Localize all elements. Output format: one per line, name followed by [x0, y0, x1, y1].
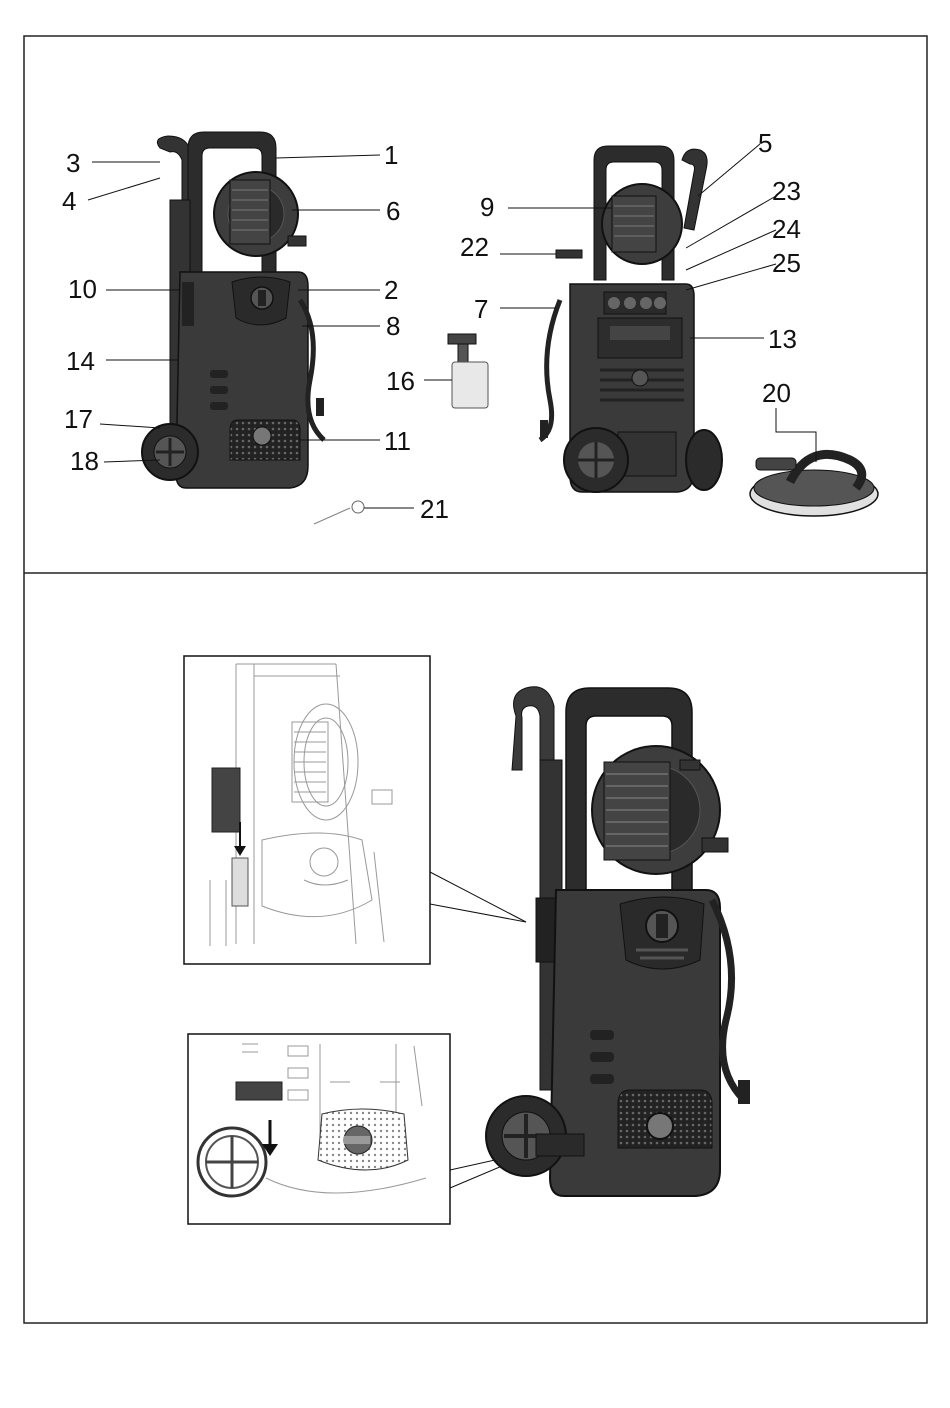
detail-lance-holder	[188, 1034, 450, 1224]
callout-8: 8	[386, 311, 400, 341]
rear-view-machine	[540, 146, 722, 492]
callout-1: 1	[384, 140, 398, 170]
callout-10: 10	[68, 274, 97, 304]
callout-24: 24	[772, 214, 801, 244]
callout-22: 22	[460, 232, 489, 262]
callout-5: 5	[758, 128, 772, 158]
callout-14: 14	[66, 346, 95, 376]
foam-bottle	[448, 334, 488, 408]
callout-2: 2	[384, 275, 398, 305]
callout-9: 9	[480, 192, 494, 222]
spray-lance	[314, 501, 364, 524]
callout-18: 18	[70, 446, 99, 476]
callout-23: 23	[772, 176, 801, 206]
callout-25: 25	[772, 248, 801, 278]
detail-gun-holder	[184, 656, 430, 964]
callout-20: 20	[762, 378, 791, 408]
callout-13: 13	[768, 324, 797, 354]
callout-16: 16	[386, 366, 415, 396]
large-machine	[486, 687, 750, 1196]
callout-17: 17	[64, 404, 93, 434]
callout-21: 21	[420, 494, 449, 524]
callout-3: 3	[66, 148, 80, 178]
callout-4: 4	[62, 186, 76, 216]
callout-7: 7	[474, 294, 488, 324]
callout-11: 11	[384, 426, 411, 456]
patio-cleaner	[750, 454, 878, 516]
callout-6: 6	[386, 196, 400, 226]
front-view-machine	[142, 132, 324, 488]
